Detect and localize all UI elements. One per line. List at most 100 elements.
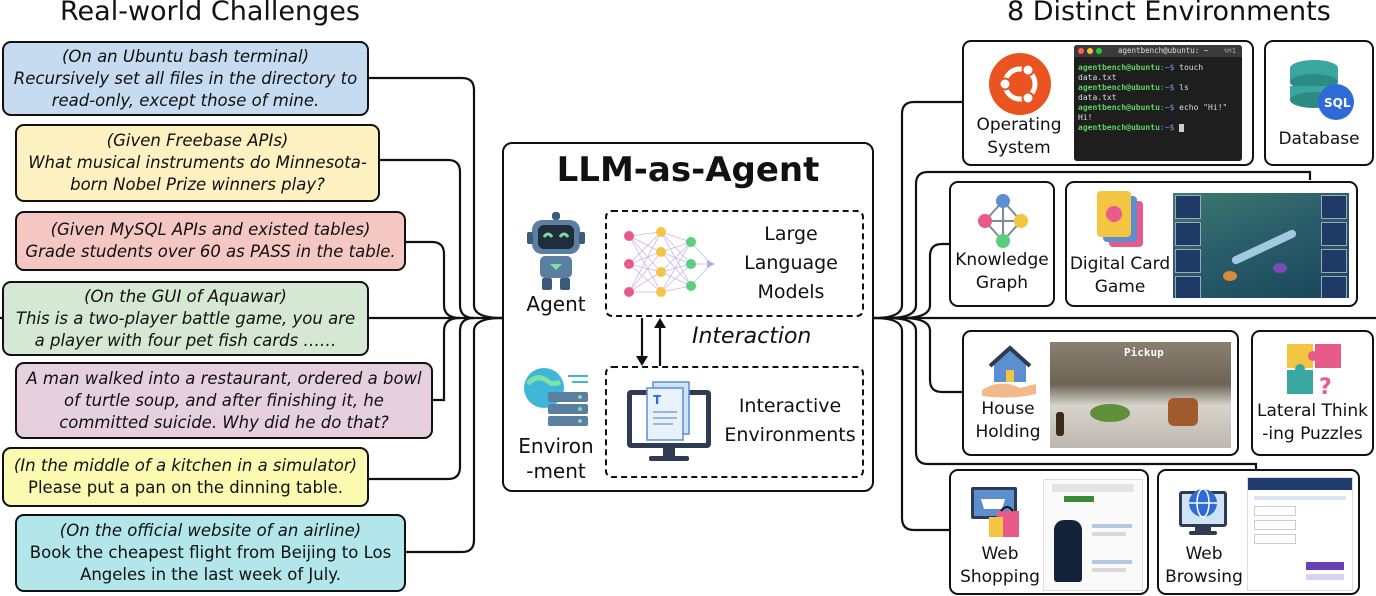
env-operating-system: Operating System agentbench@ubuntu: ~ ⌥⌘… [962,40,1254,166]
terminal-line: agentbench@ubuntu:~$ touch data.txt [1078,63,1204,82]
cursor-icon [1179,123,1185,132]
card-deck-icon [1097,191,1143,247]
env-browse-label: Web Browsing [1165,544,1243,587]
globe-browser-icon [1179,488,1227,535]
env-knowledge-graph: Knowledge Graph [949,181,1055,307]
right-heading: 8 Distinct Environments [1007,0,1331,27]
challenge-context: (On the GUI of Aquawar) [84,286,287,306]
env-house-label: House Holding [975,399,1041,442]
wire-house [901,316,962,394]
challenge-lateral: A man walked into a restaurant, ordered … [15,362,433,439]
airline-screenshot [1247,477,1353,591]
challenge-house: (In the middle of a kitchen in a simulat… [2,447,369,507]
wire-kg [901,242,949,320]
left-heading: Real-world Challenges [60,0,360,27]
left-card-column [1175,195,1201,298]
terminal-line: data.txt [1078,93,1117,102]
wire-challenge-3 [406,240,461,320]
env-house-holding: House Holding Pickup [962,330,1239,456]
terminal-line: Hi! [1078,113,1093,122]
challenge-os: (On an Ubuntu bash terminal) Recursively… [2,41,369,116]
ubuntu-logo-icon [989,53,1051,115]
environment-label: Environ -ment [518,434,594,483]
challenge-web: (On the official website of an airline) … [15,514,406,592]
env-dcg-label: Digital Card Game [1069,254,1171,297]
terminal-screenshot: agentbench@ubuntu: ~ ⌥⌘1 agentbench@ubun… [1074,45,1242,161]
wire-shop-row [887,316,1258,470]
env-box-label: Interactive Environments [724,395,856,446]
env-digital-card-game: Digital Card Game [1065,181,1358,307]
terminal-line: agentbench@ubuntu:~$ ls [1078,83,1189,92]
terminal-line: agentbench@ubuntu:~$ echo "Hi!" [1078,103,1228,112]
fish-icon [1223,271,1237,281]
challenge-context: (On the official website of an airline) [59,521,362,540]
agent-label: Agent [526,292,586,316]
center-title: LLM-as-Agent [556,150,820,190]
bottle-icon [1056,412,1064,436]
sql-badge-text: SQL [1324,96,1351,110]
challenge-task: A man walked into a restaurant, ordered … [26,368,422,432]
shop-screenshot [1043,479,1143,591]
shopping-icon [971,487,1019,537]
env-kg-label: Knowledge Graph [955,250,1049,293]
env-box: T Interactive Environments [605,366,864,478]
interaction-label: Interaction [692,324,812,349]
challenge-task: Book the cheapest flight from Beijing to… [29,543,392,584]
close-dot-icon [1078,48,1084,54]
challenge-task: Grade students over 60 as PASS in the ta… [25,242,396,261]
pickup-text: Pickup [1124,346,1164,359]
terminal-title: agentbench@ubuntu: ~ [1118,46,1209,55]
challenge-context: (Given MySQL APIs and existed tables) [50,220,371,239]
terminal-shortcut: ⌥⌘1 [1223,47,1236,55]
wire-challenge-5 [432,316,461,402]
knowledge-graph-icon [978,194,1028,248]
svg-text:T: T [653,393,662,407]
challenge-task: Please put a pan on the dinning table. [28,478,343,497]
terminal-body: agentbench@ubuntu:~$ touch data.txt agen… [1074,57,1242,139]
challenge-task: Recursively set all files in the directo… [13,68,358,110]
puzzle-icon: ? [1287,344,1341,398]
challenge-dcg: (On the GUI of Aquawar) This is a two-pl… [2,281,369,356]
environment-icon [524,368,588,426]
challenge-task: This is a two-player battle game, you ar… [15,308,356,350]
kitchen-screenshot: Pickup [1050,342,1231,448]
wire-os [873,100,962,320]
wire-challenge-1 [369,76,503,320]
jacket-image [1054,520,1082,582]
challenge-kg: (Given Freebase APIs) What musical instr… [15,124,380,202]
wire-challenge-2 [380,158,475,320]
env-database: SQL Database [1264,40,1374,166]
aquawar-screenshot [1173,193,1349,298]
fish-icon [1273,263,1287,273]
challenge-context: (In the middle of a kitchen in a simulat… [13,456,358,475]
llm-as-agent-panel: LLM-as-Agent Agent Environ -ment [502,142,874,492]
env-db-label: Database [1278,129,1360,149]
maximize-dot-icon [1096,48,1102,54]
challenge-db: (Given MySQL APIs and existed tables) Gr… [15,211,406,271]
pot-icon [1168,398,1198,426]
wire-challenge-6 [369,316,475,481]
svg-text:?: ? [1319,375,1332,398]
env-shop-label: Web Shopping [960,544,1040,587]
neural-network-icon [624,227,715,297]
env-web-browsing: Web Browsing [1157,469,1360,595]
env-web-shopping: Web Shopping [949,469,1149,595]
llm-box: Large Language Models [605,210,864,317]
pan-icon [1090,404,1130,422]
terminal-line: agentbench@ubuntu:~$ [1078,123,1238,133]
env-lateral-thinking: ? Lateral Think -ing Puzzles [1251,330,1374,456]
minimize-dot-icon [1087,48,1093,54]
env-os-label: Operating System [976,115,1062,158]
env-lateral-label: Lateral Think -ing Puzzles [1256,401,1369,444]
llm-label: Large Language Models [744,223,838,303]
terminal-titlebar: agentbench@ubuntu: ~ ⌥⌘1 [1074,45,1242,57]
interaction-arrows [636,318,666,366]
wire-challenge-7 [406,316,503,554]
challenge-context: (Given Freebase APIs) [106,131,289,150]
database-icon: SQL [1290,60,1354,120]
water-beam [1230,228,1298,266]
challenge-context: (On an Ubuntu bash terminal) [61,46,310,66]
wire-db-row [887,170,1312,320]
robot-icon [527,212,585,290]
